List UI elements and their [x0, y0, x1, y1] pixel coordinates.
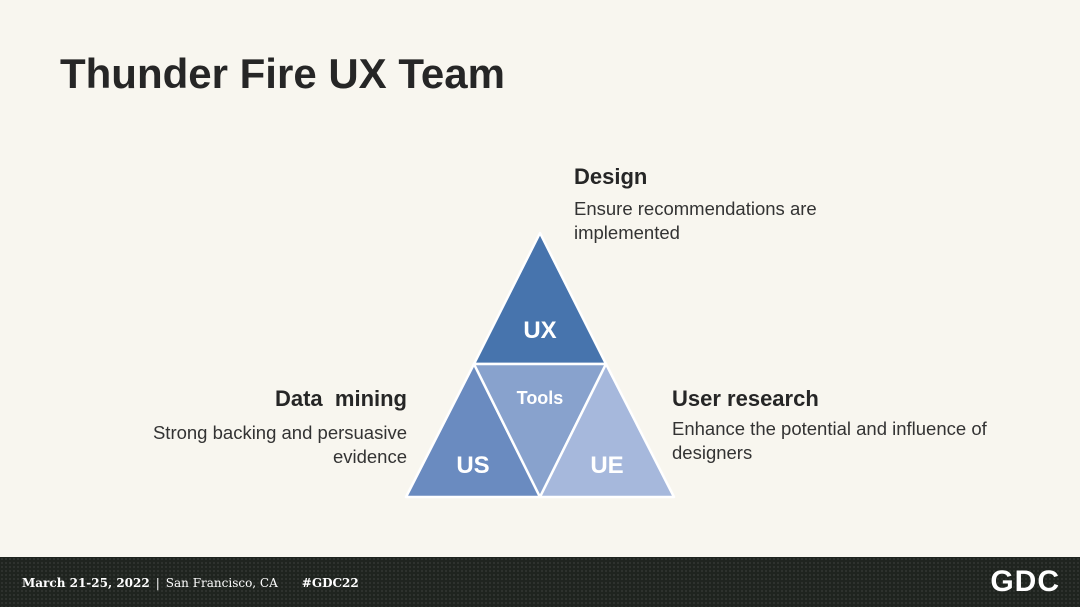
- slide-title: Thunder Fire UX Team: [60, 50, 505, 97]
- event-hashtag: #GDC22: [301, 576, 359, 590]
- gdc-logo: GDC: [990, 565, 1060, 598]
- triangle-ue-label: UE: [590, 452, 623, 479]
- triangle-us-label: US: [456, 452, 489, 479]
- triangle-ux-label: UX: [523, 317, 556, 344]
- data-mining-description: Strong backing and persuasive evidence: [152, 422, 407, 467]
- team-pyramid-diagram: UX Tools US UE: [404, 231, 676, 499]
- event-date: March 21-25, 2022: [22, 576, 150, 590]
- design-description: Ensure recommendations are implemented: [574, 198, 817, 243]
- event-location: San Francisco, CA: [165, 576, 278, 590]
- data-mining-heading: Data mining: [274, 386, 407, 411]
- user-research-description: Enhance the potential and influence of d…: [672, 418, 987, 463]
- triangle-ue: [538, 362, 676, 499]
- footer-separator: |: [155, 576, 160, 590]
- user-research-heading: User research: [672, 386, 819, 411]
- triangle-ux: [472, 231, 608, 366]
- triangle-tools-label: Tools: [517, 388, 564, 408]
- design-heading: Design: [574, 164, 648, 189]
- event-info: March 21-25, 2022 | San Francisco, CA #GDC2…: [22, 576, 359, 590]
- footer-bar: March 21-25, 2022 | San Francisco, CA #GDC2…: [0, 557, 1080, 607]
